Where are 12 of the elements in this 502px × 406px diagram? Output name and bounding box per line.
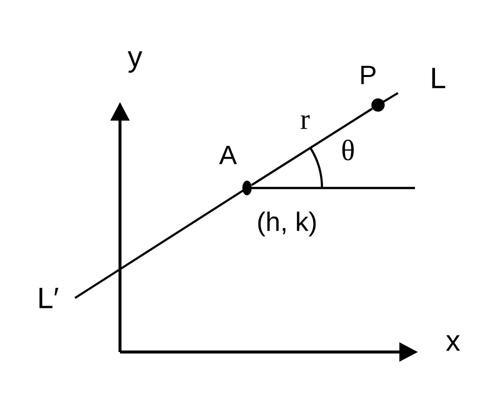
point-label: P [361,66,376,84]
axis-label: y [128,51,142,73]
line-label: L [432,68,446,88]
edge-label: r [300,115,310,129]
line-label: L′ [40,288,58,308]
point-label: (h, k) [258,212,316,236]
angle-label: θ [342,140,354,160]
point [242,180,252,196]
axis-label: x [446,335,460,351]
point [371,98,385,112]
point-label: A [219,146,237,164]
line-segment [251,108,373,186]
